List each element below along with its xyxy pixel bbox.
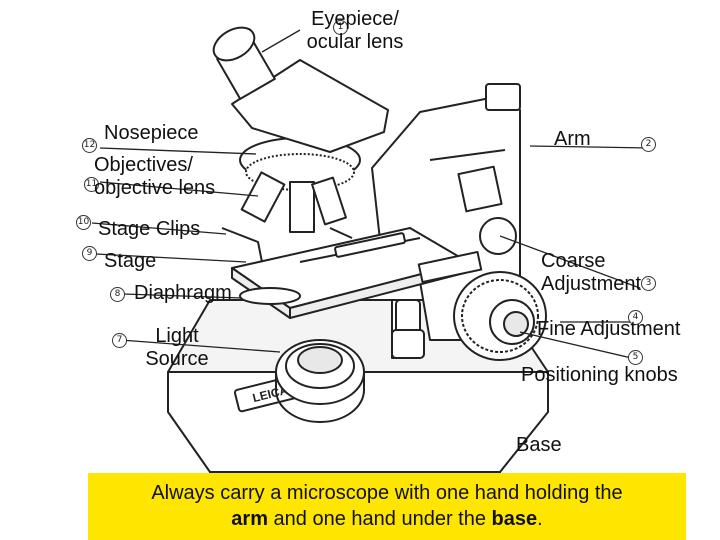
label-light-source: Light Source bbox=[132, 325, 222, 371]
label-stage: Stage bbox=[104, 250, 156, 273]
label-diaphragm: Diaphragm bbox=[134, 282, 232, 305]
positioning-knobs bbox=[392, 300, 424, 358]
label-objectives-line-1: Objectives/ bbox=[94, 154, 215, 177]
part-number-arm: 2 bbox=[641, 137, 656, 152]
stage-clip bbox=[222, 228, 262, 262]
label-eyepiece-line-1: Eyepiece/ bbox=[292, 8, 418, 31]
label-light-source-line-2: Source bbox=[132, 348, 222, 371]
part-number-nosepiece: 12 bbox=[82, 138, 97, 153]
part-number-stage: 9 bbox=[82, 246, 97, 261]
part-number-diaphragm: 8 bbox=[110, 287, 125, 302]
note-text-2: and one hand under the bbox=[268, 508, 492, 530]
part-number-light-source: 7 bbox=[112, 333, 127, 348]
label-eyepiece-line-2: ocular lens bbox=[292, 31, 418, 54]
objective-lenses bbox=[242, 172, 346, 232]
label-coarse-adjustment: Coarse Adjustment bbox=[541, 250, 641, 296]
label-objectives: Objectives/ objective lens bbox=[94, 154, 215, 200]
safety-note: Always carry a microscope with one hand … bbox=[88, 473, 686, 540]
part-number-stage-clips: 10 bbox=[76, 215, 91, 230]
label-eyepiece: Eyepiece/ ocular lens bbox=[292, 8, 418, 54]
label-coarse-line-2: Adjustment bbox=[541, 273, 641, 296]
note-bold-base: base bbox=[492, 508, 538, 530]
label-positioning-knobs: Positioning knobs bbox=[521, 364, 678, 387]
note-text-3: . bbox=[537, 508, 543, 530]
label-base: Base bbox=[516, 434, 562, 457]
part-number-coarse: 3 bbox=[641, 276, 656, 291]
label-stage-clips: Stage Clips bbox=[98, 218, 200, 241]
note-text-1: Always carry a microscope with one hand … bbox=[151, 482, 622, 504]
label-arm: Arm bbox=[554, 128, 591, 151]
label-nosepiece: Nosepiece bbox=[104, 122, 199, 145]
label-objectives-line-2: objective lens bbox=[94, 177, 215, 200]
part-number-positioning: 5 bbox=[628, 350, 643, 365]
label-light-source-line-1: Light bbox=[132, 325, 222, 348]
note-bold-arm: arm bbox=[231, 508, 268, 530]
label-fine-adjustment: Fine Adjustment bbox=[537, 318, 680, 341]
diaphragm bbox=[240, 288, 300, 304]
label-coarse-line-1: Coarse bbox=[541, 250, 641, 273]
